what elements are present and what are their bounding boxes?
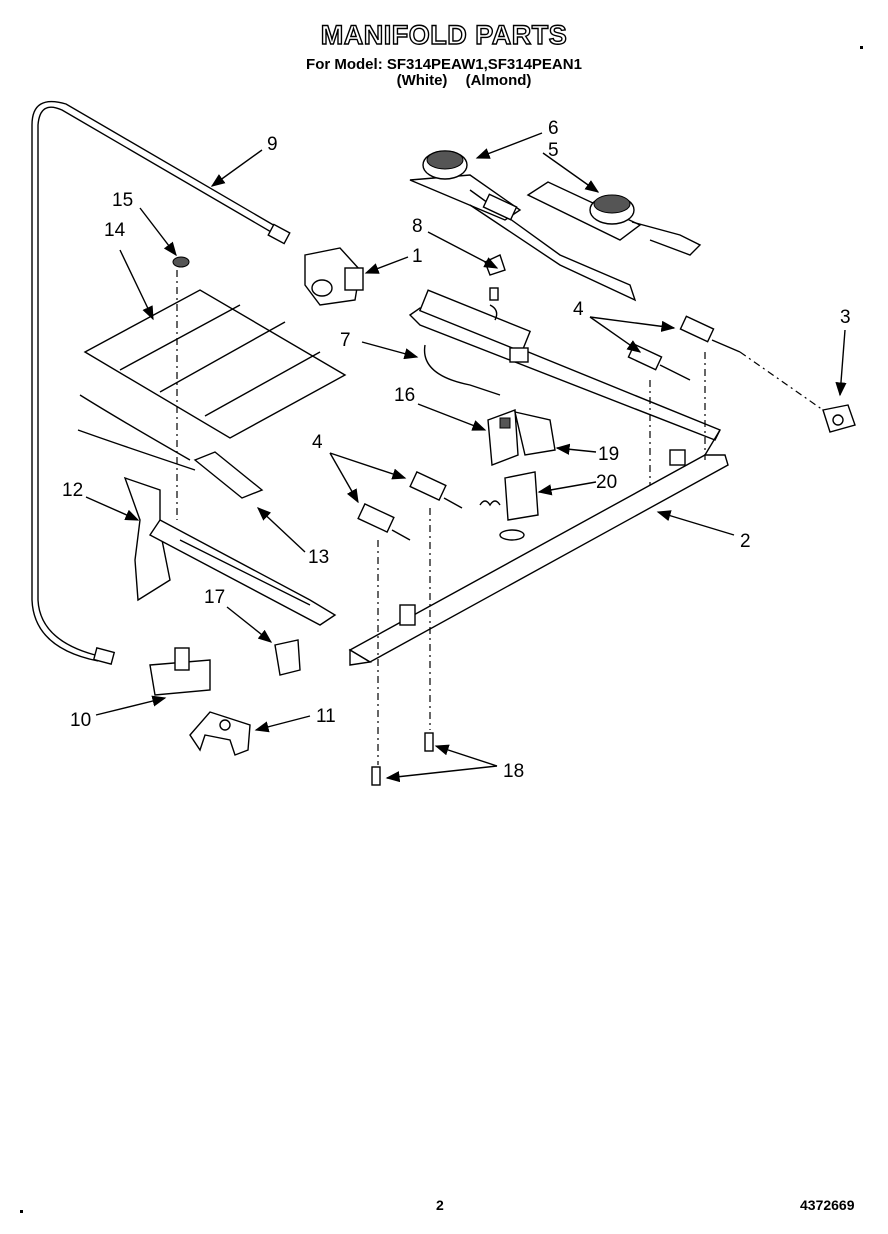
page-title: MANIFOLD PARTS [320,19,568,50]
callout-5: 5 [548,140,559,161]
part-1-valve [304,247,364,306]
callout-20: 20 [596,472,617,493]
callout-6: 6 [548,118,559,139]
color-line: (White) (Almond) [396,72,532,89]
callout-4-left: 4 [312,432,323,453]
part-17-clip [274,639,301,676]
part-11-mount [189,711,251,756]
callout-9: 9 [267,134,278,155]
part-5-burner [526,181,702,256]
callout-13: 13 [308,547,329,568]
callout-8: 8 [412,216,423,237]
part-14-plate [83,289,347,439]
part-4-orifice-right [627,315,741,381]
part-19-cover [514,411,556,456]
part-20-holder [479,471,539,541]
callout-15: 15 [112,190,133,211]
callout-2: 2 [740,531,751,552]
part-6-burner [409,150,637,302]
callout-17: 17 [204,587,225,608]
callout-7: 7 [340,330,351,351]
part-16-switch [487,409,519,466]
assembly-lines [176,270,824,765]
callout-labels: 9 6 5 15 14 8 1 4 3 7 16 19 20 4 2 12 13… [62,118,851,782]
callout-4-right: 4 [573,299,584,320]
callout-14: 14 [104,220,126,241]
part-9-gas-tube [31,100,291,665]
part-8-bracket [484,254,506,301]
callout-3: 3 [840,307,851,328]
part-7-manifold [408,289,721,441]
part-13-igniter [77,394,264,499]
callout-10: 10 [70,710,91,731]
part-15-nut [172,256,190,268]
part-2-bracket-rail [348,429,729,666]
part-3-bracket [822,404,856,433]
part-10-regulator [149,647,211,696]
document-number: 4372669 [800,1197,855,1213]
callout-1: 1 [412,246,423,267]
callout-11: 11 [316,706,336,727]
model-line: For Model: SF314PEAW1,SF314PEAN1 [306,56,582,73]
callout-18: 18 [503,761,524,782]
callout-12: 12 [62,480,83,501]
part-12-burner-tube [123,476,337,626]
leader-lines [85,132,847,783]
corner-mark-bottom [20,1210,23,1213]
part-18-screws [371,732,434,786]
corner-mark-top [860,46,863,49]
part-4-orifice-left [357,471,463,541]
callout-19: 19 [598,444,619,465]
model-subtitle: For Model: SF314PEAW1,SF314PEAN1 (White)… [0,57,888,89]
callout-16: 16 [394,385,415,406]
page-number: 2 [436,1197,444,1213]
